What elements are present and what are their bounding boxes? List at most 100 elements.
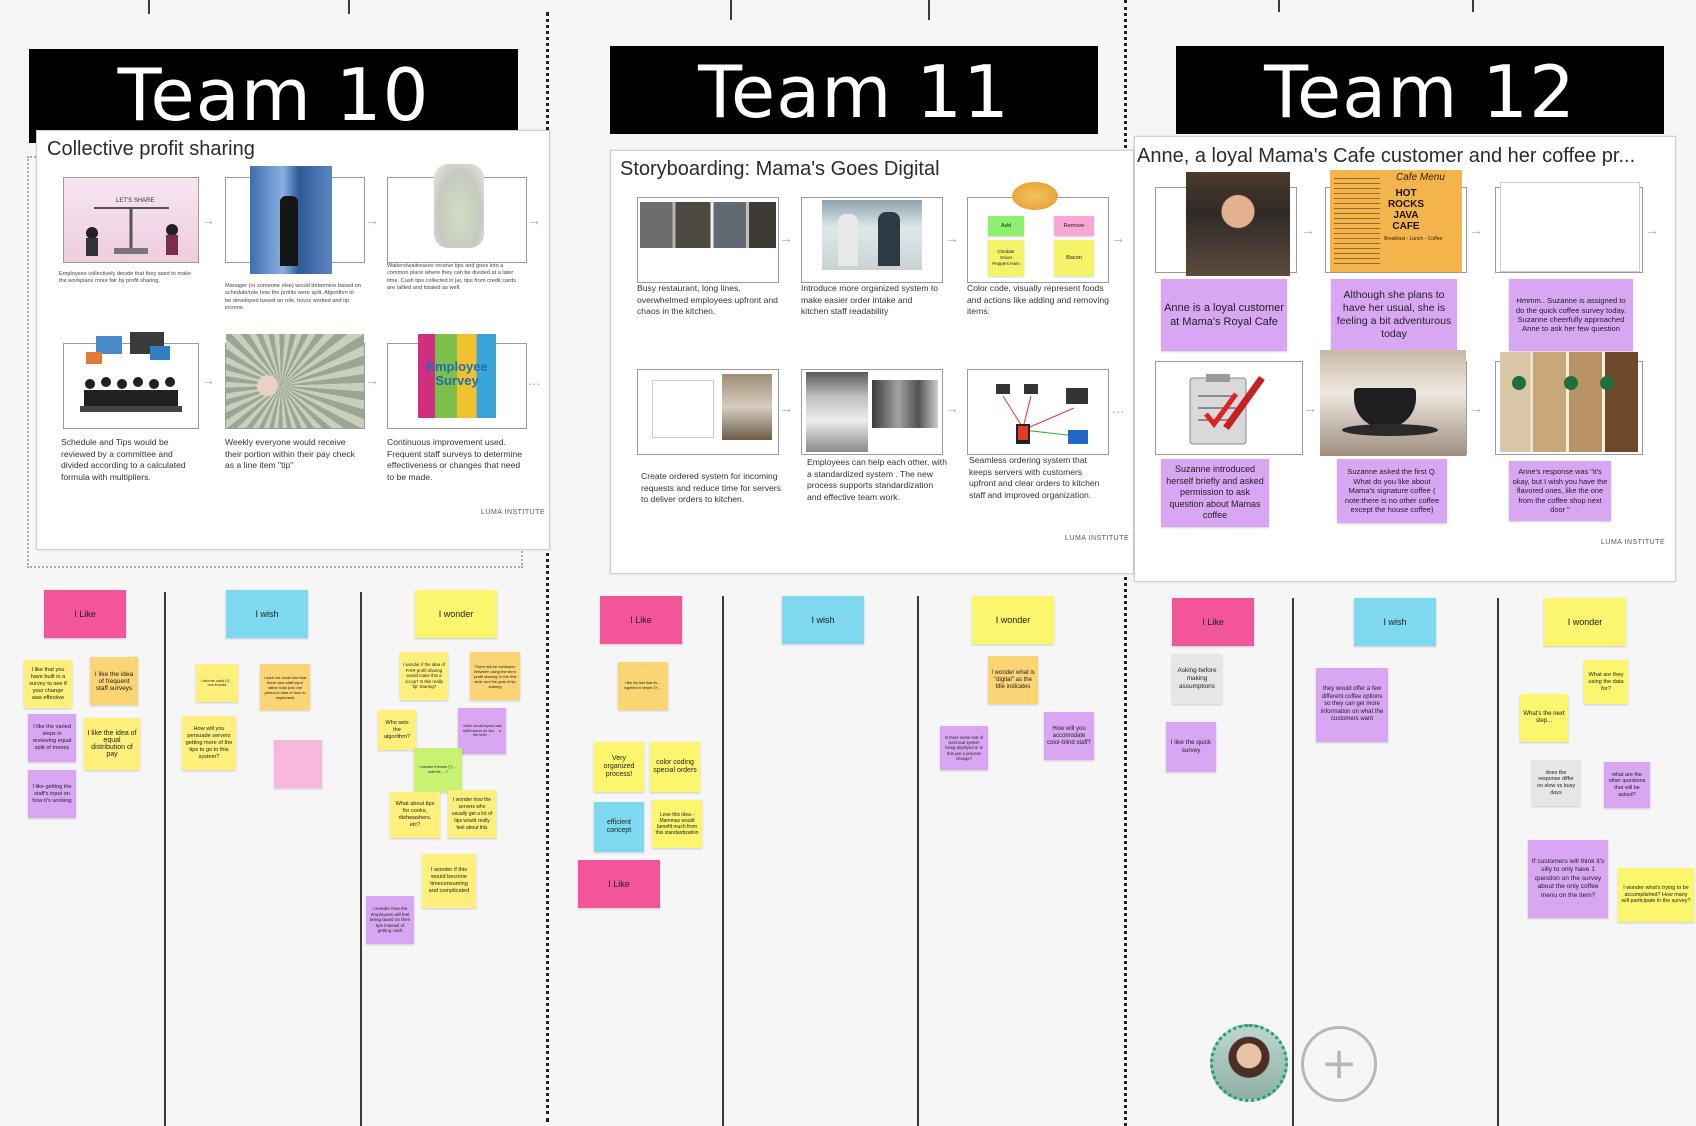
sticky-note[interactable]: what are the other questions that will b…	[1604, 762, 1650, 808]
sticky-note[interactable]: I wonder what is "digital" as the title …	[988, 656, 1038, 704]
sticky-note[interactable]: they would offer a few different coffee …	[1316, 668, 1388, 742]
kitchen-team-image	[872, 380, 938, 428]
storyboard-frame	[801, 197, 943, 283]
survey-label: Employee Survey	[426, 359, 488, 388]
storyboard-frame	[801, 369, 943, 455]
storyboard-frame	[1495, 352, 1643, 455]
sticky-note[interactable]: color coding special orders	[650, 742, 700, 792]
sticky-note[interactable]: If customers will think it's silly to on…	[1528, 840, 1608, 918]
top-tick	[1278, 0, 1280, 12]
i-like-header[interactable]: I Like	[578, 860, 660, 908]
i-like-header[interactable]: I Like	[600, 596, 682, 644]
sticky-note[interactable]: There will be confusion between using th…	[470, 652, 520, 700]
sticky-note[interactable]: I wonder if tenure (?) ... with the ... …	[414, 748, 462, 792]
sticky-note[interactable]: I like getting the staff's input on how …	[28, 770, 76, 818]
storyboard-frame: Cafe Menu HOT ROCKS JAVA CAFE Breakfast …	[1325, 170, 1467, 273]
frame-caption: Continuous improvement used. Frequent st…	[387, 437, 523, 482]
i-like-header[interactable]: I Like	[1172, 598, 1254, 646]
sticky-note[interactable]: How will you persuade servers getting mo…	[182, 716, 236, 770]
arrow-icon: →	[201, 212, 215, 228]
arrow-icon: →	[365, 372, 379, 388]
frame-caption: Schedule and Tips would be reviewed by a…	[61, 437, 186, 482]
sticky-note[interactable]: Who sets the algorithm?	[378, 710, 416, 750]
section-divider	[546, 12, 549, 1122]
column-divider	[1292, 598, 1294, 1126]
luma-logo: LUMA INSTITUTE	[1065, 535, 1130, 542]
storyboard-frame	[225, 166, 365, 274]
team-banner: Team 12	[1176, 46, 1664, 134]
sheet-title: Collective profit sharing	[47, 138, 255, 160]
sticky-note[interactable]: Love this idea - Mammas would benefit mu…	[652, 800, 702, 848]
network-diagram-icon	[996, 384, 1088, 444]
top-tick	[730, 0, 732, 20]
sticky-note[interactable]: Asking before making assumptions	[1172, 654, 1222, 704]
sticky-note[interactable]: I like the quick survey	[1166, 722, 1216, 772]
i-like-header[interactable]: I Like	[44, 590, 126, 638]
sticky-note[interactable]: How will you accomodate color-blind staf…	[1044, 712, 1094, 760]
i-wonder-header[interactable]: I wonder	[972, 596, 1054, 644]
sticky-note[interactable]: What about tips for cooks, dishwashers, …	[390, 792, 440, 838]
storyboard-sheet[interactable]: Anne, a loyal Mama's Cafe customer and h…	[1134, 136, 1676, 582]
storyboard-sheet[interactable]: Collective profit sharing LET'S SHARE → …	[36, 130, 550, 550]
storyboard-frame: LET'S SHARE	[63, 177, 199, 263]
sticky-note[interactable]: I like the idea of frequent staff survey…	[90, 657, 138, 705]
color-code-add: Add	[988, 216, 1024, 236]
sticky-note[interactable]: I like the varied steps in reviewing equ…	[28, 714, 76, 762]
sticky-note[interactable]: does the response differ on slow vs busy…	[1532, 760, 1580, 806]
arrow-icon: →	[365, 212, 379, 228]
sticky-note[interactable]: I wonder how the servers who usually get…	[448, 790, 496, 838]
sticky-note[interactable]: I wonder how the employees will feel bei…	[366, 896, 414, 944]
sticky-note[interactable]: I wonder what's trying to be accomplishe…	[1618, 868, 1694, 922]
column-divider	[360, 592, 362, 1126]
sticky-note[interactable]: I think would impact wait staff income f…	[458, 708, 506, 754]
sticky-note[interactable]: Is there some sort of technical system b…	[940, 726, 988, 770]
frame-caption: Waiters/waitresses receive tips and goes…	[387, 263, 517, 292]
sticky-note[interactable]: I like the fact that it's ... together i…	[618, 662, 668, 710]
i-wish-header[interactable]: I wish	[1354, 598, 1436, 646]
sticky-note[interactable]: I wish we could (?) ... how it works	[196, 664, 238, 702]
add-button[interactable]: +	[1301, 1026, 1377, 1102]
sticky-note-blank[interactable]	[274, 740, 322, 788]
caption-sticky: Although she plans to have her usual, sh…	[1331, 279, 1457, 351]
arrow-icon: →	[1111, 230, 1125, 246]
storyboard-frame: Add Remove Cheddar Onion Peppers Ham Bac…	[967, 182, 1109, 283]
meeting-icon	[80, 332, 182, 412]
sticky-note[interactable]: I wish we could see that there was staff…	[260, 664, 310, 710]
arrow-icon: →	[779, 400, 793, 416]
i-wonder-header[interactable]: I wonder	[1544, 598, 1626, 646]
scale-icon	[86, 207, 178, 256]
team-banner: Team 10	[29, 49, 518, 143]
sheet-title: Storyboarding: Mama's Goes Digital	[620, 158, 940, 180]
i-wonder-header[interactable]: I wonder	[415, 590, 497, 638]
sticky-note[interactable]: I like the idea of equal distribution of…	[84, 718, 140, 770]
kitchen-staff-image	[822, 200, 922, 270]
sticky-note[interactable]: I wonder if this would become timeconsum…	[422, 854, 476, 908]
sticky-note[interactable]: efficient concept	[594, 802, 644, 852]
sticky-note[interactable]: I wonder if the idea of FAIR profit shar…	[400, 652, 448, 700]
storyboard-sheet[interactable]: Storyboarding: Mama's Goes Digital → → A…	[610, 150, 1134, 574]
plus-icon: +	[1320, 1038, 1358, 1089]
arrow-icon: →	[1645, 222, 1659, 238]
frame-caption: Seamless ordering system that keeps serv…	[969, 455, 1100, 500]
user-avatar[interactable]	[1210, 1024, 1288, 1102]
sticky-note[interactable]: Very organized process!	[594, 742, 644, 792]
i-wish-header[interactable]: I wish	[226, 590, 308, 638]
luma-logo: LUMA INSTITUTE	[481, 509, 546, 516]
frame-caption: Manager (or someone else) would determin…	[225, 283, 361, 312]
top-tick	[928, 0, 930, 20]
frame-caption: Employees collectively decide that they …	[59, 271, 192, 285]
storyboard-frame: Employee Survey	[387, 334, 527, 429]
column-divider	[722, 596, 724, 1126]
arrow-icon: →	[1469, 222, 1483, 238]
arrow-icon: …	[527, 372, 541, 388]
caption-sticky: Anne's response was "it's okay, but I wi…	[1509, 461, 1611, 521]
sticky-note[interactable]: What's the next step...	[1520, 694, 1568, 742]
column-divider	[1497, 598, 1499, 1126]
sticky-note[interactable]: What are they using the data for?	[1584, 660, 1628, 704]
storyboard-frame	[967, 369, 1109, 455]
i-wish-header[interactable]: I wish	[782, 596, 864, 644]
frame-caption: Color code, visually represent foods and…	[967, 283, 1109, 317]
frame-caption: Weekly everyone would receive their port…	[225, 437, 355, 471]
sticky-note[interactable]: I like that you have built in a survey t…	[24, 660, 72, 708]
luma-logo: LUMA INSTITUTE	[1601, 539, 1666, 546]
